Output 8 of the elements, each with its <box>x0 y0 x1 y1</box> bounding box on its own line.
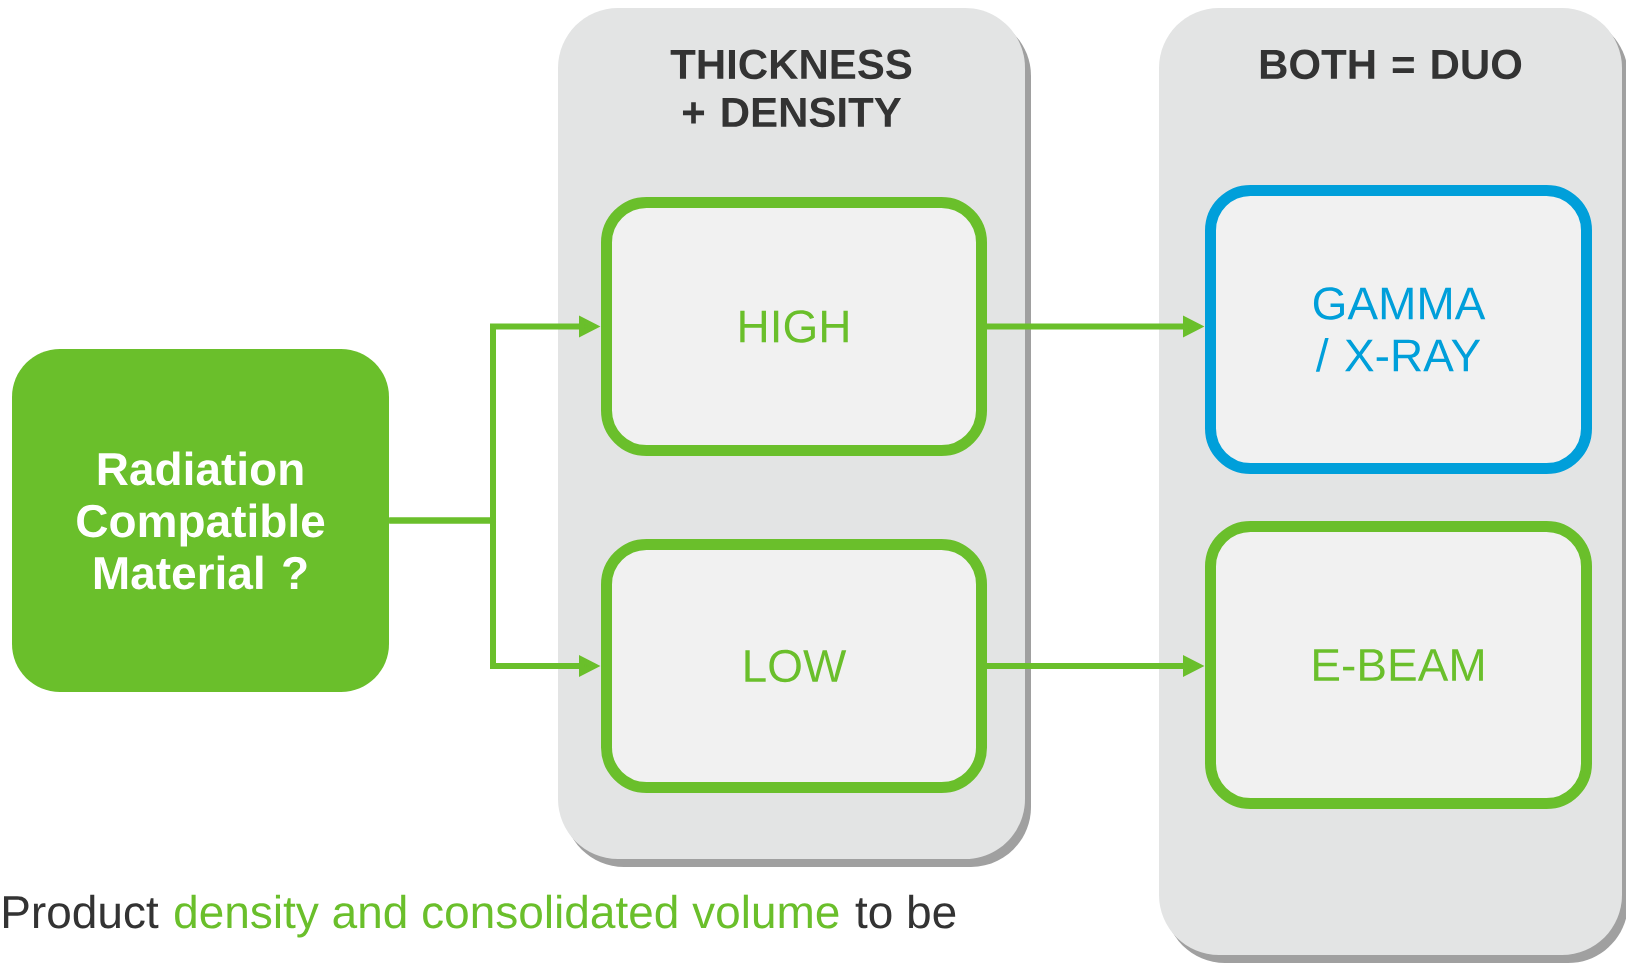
option-box: GAMMA / X-RAY <box>1205 185 1592 474</box>
note-text: Product <box>4 894 159 929</box>
start-box: Radiation Compatible Material ? <box>12 349 389 692</box>
option-box: E-BEAM <box>1205 521 1592 809</box>
note-text: to be <box>855 894 956 929</box>
option-box: LOW <box>601 539 987 793</box>
note-text: density and consolidated volume <box>175 894 839 938</box>
option-box: HIGH <box>601 197 987 456</box>
